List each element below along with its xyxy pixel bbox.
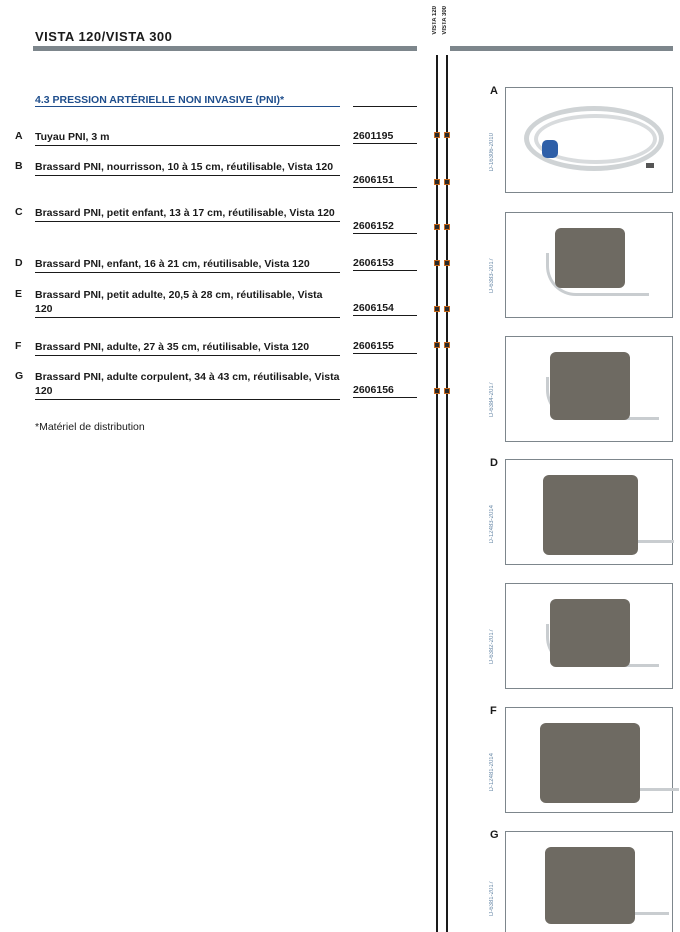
item-letter: C [15, 206, 23, 218]
available-vista120-marker [434, 388, 440, 394]
item-letter: E [15, 288, 23, 300]
image-reference-code: D-12481-2014 [489, 753, 495, 792]
product-image [505, 707, 679, 813]
available-vista300-marker [444, 388, 450, 394]
item-description: Brassard PNI, adulte corpulent, 34 à 43 … [35, 370, 340, 400]
footnote: *Matériel de distribution [35, 421, 145, 433]
image-reference-code: D-12483-2014 [489, 505, 495, 544]
section-rule-code [353, 106, 417, 107]
available-vista300-marker [444, 306, 450, 312]
available-vista120-marker [434, 132, 440, 138]
item-letter: F [15, 340, 22, 352]
available-vista300-marker [444, 132, 450, 138]
item-description: Brassard PNI, enfant, 16 à 21 cm, réutil… [35, 257, 340, 273]
available-vista120-marker [434, 224, 440, 230]
available-vista300-marker [444, 179, 450, 185]
product-image [505, 212, 673, 318]
product-image [505, 831, 673, 932]
available-vista120-marker [434, 342, 440, 348]
product-image [505, 459, 674, 565]
image-reference-code: D-6384-2017 [489, 382, 495, 418]
section-title: 4.3 PRESSION ARTÉRIELLE NON INVASIVE (PN… [35, 94, 285, 106]
page-title: VISTA 120/VISTA 300 [35, 29, 173, 44]
item-description: Tuyau PNI, 3 m [35, 130, 340, 146]
item-letter: D [15, 257, 23, 269]
image-letter: F [490, 705, 497, 717]
item-code: 2601195 [353, 130, 417, 144]
available-vista120-marker [434, 179, 440, 185]
image-reference-code: D-6383-2017 [489, 258, 495, 294]
image-letter: G [490, 829, 499, 841]
product-image [505, 336, 673, 442]
available-vista300-marker [444, 342, 450, 348]
image-letter: D [490, 457, 498, 469]
available-vista120-marker [434, 260, 440, 266]
header-rule-right [450, 46, 673, 51]
available-vista300-marker [444, 224, 450, 230]
item-code: 2606156 [353, 384, 417, 398]
item-letter: A [15, 130, 23, 142]
item-code: 2606155 [353, 340, 417, 354]
product-image [505, 583, 673, 689]
item-description: Brassard PNI, adulte, 27 à 35 cm, réutil… [35, 340, 340, 356]
image-reference-code: D-6381-2017 [489, 881, 495, 917]
column-label-vista300: VISTA 300 [442, 6, 448, 35]
available-vista300-marker [444, 260, 450, 266]
image-letter: A [490, 85, 498, 97]
image-reference-code: D-16306-2010 [489, 133, 495, 172]
product-image [505, 87, 673, 193]
item-code: 2606153 [353, 257, 417, 271]
column-label-vista120: VISTA 120 [432, 6, 438, 35]
available-vista120-marker [434, 306, 440, 312]
item-description: Brassard PNI, petit enfant, 13 à 17 cm, … [35, 206, 340, 222]
header-rule [33, 46, 417, 51]
column-line-vista300 [446, 55, 448, 932]
item-letter: G [15, 370, 24, 382]
section-rule [35, 106, 340, 107]
item-description: Brassard PNI, petit adulte, 20,5 à 28 cm… [35, 288, 340, 318]
column-line-vista120 [436, 55, 438, 932]
image-reference-code: D-6382-2017 [489, 629, 495, 665]
item-code: 2606154 [353, 302, 417, 316]
velcro-strap [542, 140, 558, 158]
item-description: Brassard PNI, nourrisson, 10 à 15 cm, ré… [35, 160, 340, 176]
item-letter: B [15, 160, 23, 172]
item-code: 2606152 [353, 220, 417, 234]
item-code: 2606151 [353, 174, 417, 188]
